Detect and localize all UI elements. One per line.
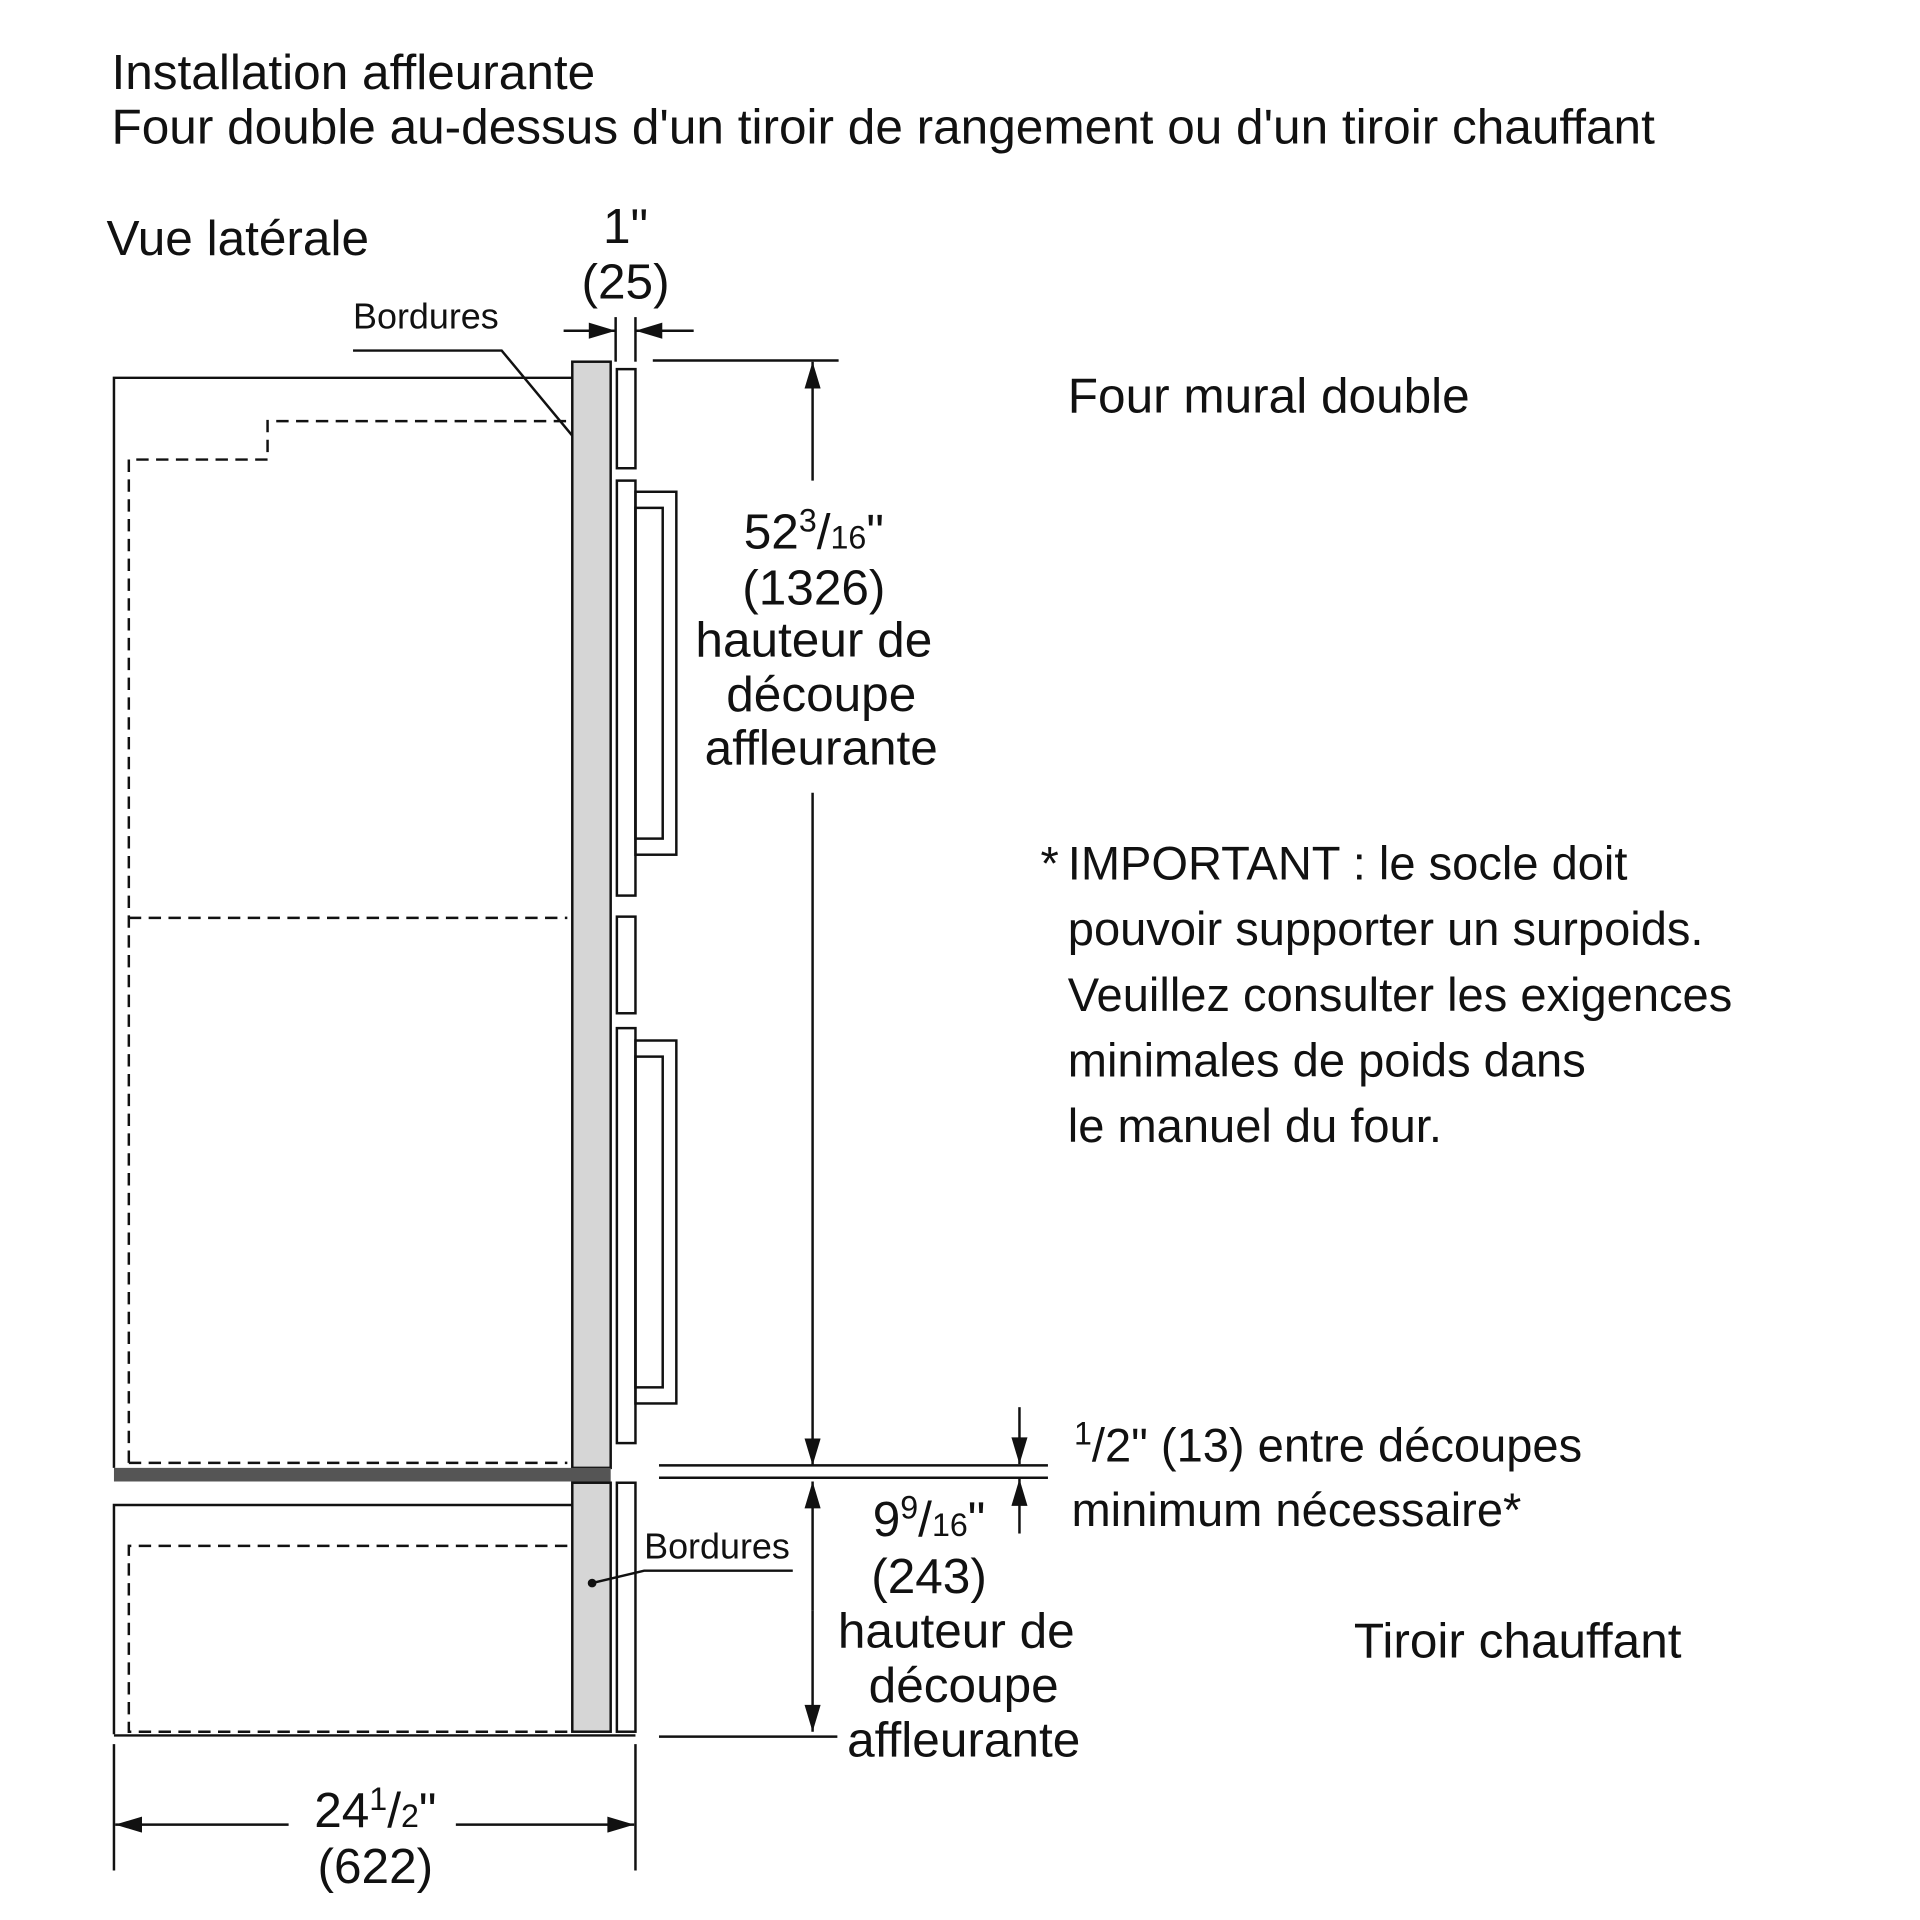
drawer-height-dimension (658, 1481, 838, 1738)
oven-height-dimension (652, 359, 1048, 1480)
drawer-height-desc-3: affleurante (847, 1712, 1080, 1767)
drawer-front (615, 1481, 637, 1733)
between-cutout-dimension: 1/2" (13) entre découpes (1074, 1415, 1582, 1471)
oven-trim (571, 360, 612, 1470)
oven-height-inch: 523/16" (744, 502, 884, 559)
width-mm: (622) (318, 1839, 434, 1894)
oven-height-desc-2: découpe (726, 667, 916, 722)
drawer-height-desc-2: découpe (869, 1658, 1059, 1713)
gap-mm: (25) (582, 255, 670, 310)
drawer-height-inch: 99/16" (873, 1490, 986, 1547)
important-line-5: le manuel du four. (1068, 1099, 1442, 1152)
drawer-cabinet (112, 1503, 573, 1735)
gap-inch: 1" (603, 199, 648, 254)
important-line-2: pouvoir supporter un surpoids. (1068, 902, 1704, 955)
trim-leader-bottom (591, 1569, 793, 1585)
oven-height-desc-3: affleurante (705, 720, 938, 775)
drawer-height-desc-1: hauteur de (838, 1603, 1075, 1658)
width-inch: 241/2" (314, 1781, 436, 1838)
gap-dimension-lines (563, 317, 694, 362)
trim-leader-top (353, 349, 594, 461)
trim-leader-dot (587, 1578, 597, 1588)
important-line-4: minimales de poids dans (1068, 1033, 1586, 1086)
title-line-2: Four double au-dessus d'un tiroir de ran… (111, 100, 1655, 155)
trim-label-top: Bordures (353, 295, 499, 336)
trim-label-bottom: Bordures (644, 1525, 790, 1566)
oven-upper-door (615, 367, 678, 897)
drawer-label: Tiroir chauffant (1354, 1613, 1682, 1668)
width-dimension (112, 1744, 637, 1871)
oven-height-mm: (1326) (742, 560, 885, 615)
upper-cabinet (112, 376, 573, 1468)
drawer-height-mm: (243) (871, 1549, 987, 1604)
support-base (113, 1467, 611, 1482)
view-label: Vue latérale (107, 211, 370, 266)
oven-label: Four mural double (1068, 368, 1470, 423)
between-cutout-note: minimum nécessaire* (1071, 1483, 1521, 1536)
important-star: * (1041, 836, 1059, 889)
oven-lower-door (615, 915, 678, 1445)
important-line-3: Veuillez consulter les exigences (1068, 968, 1732, 1021)
oven-height-desc-1: hauteur de (695, 613, 932, 668)
title-line-1: Installation affleurante (111, 45, 595, 100)
important-line-1: IMPORTANT : le socle doit (1068, 836, 1628, 889)
drawer-trim (571, 1481, 612, 1733)
